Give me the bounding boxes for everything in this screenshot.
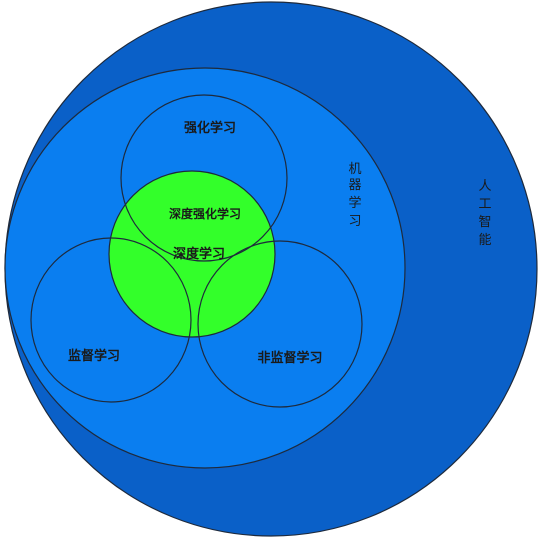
ml-label-char-3: 学 (348, 195, 361, 211)
ai-label-char-2: 工 (478, 197, 491, 212)
ai-label-char-4: 能 (478, 233, 491, 248)
rl-label: 强化学习 (184, 120, 236, 136)
dl-circle (108, 170, 276, 338)
drl-label: 深度强化学习 (169, 206, 241, 221)
ul-circle (197, 240, 363, 408)
ml-label-char-1: 机 (348, 162, 361, 177)
dl-label: 深度学习 (173, 246, 225, 262)
sl-circle (30, 237, 192, 403)
ai-label-char-3: 智 (478, 215, 491, 230)
sl-label: 监督学习 (68, 348, 120, 364)
rl-circle (120, 94, 288, 262)
ml-label-char-4: 习 (348, 214, 361, 229)
ml-label-char-2: 器 (348, 178, 361, 193)
ul-label: 非监督学习 (257, 350, 322, 366)
ai-label-char-1: 人 (478, 179, 491, 194)
